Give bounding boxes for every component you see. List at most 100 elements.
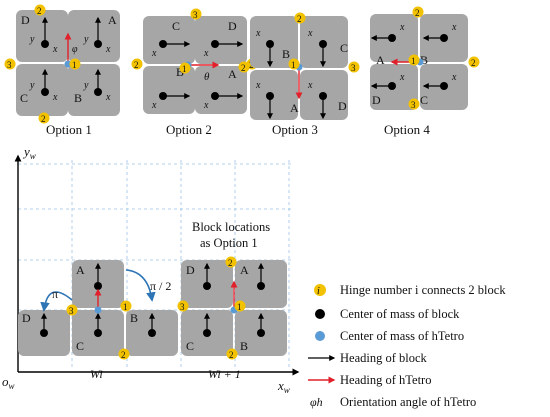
block-a bbox=[68, 10, 120, 62]
hTetro-wi: A D C B 3 1 2 bbox=[18, 260, 178, 360]
workspace-wi-plus-1-label: Wi + 1 bbox=[208, 367, 241, 381]
legend: i Hinge number i connects 2 block Center… bbox=[308, 283, 506, 409]
svg-text:A: A bbox=[108, 13, 117, 27]
svg-text:2: 2 bbox=[241, 63, 246, 73]
option-4-label: Option 4 bbox=[384, 122, 430, 137]
svg-text:C: C bbox=[186, 339, 194, 353]
svg-text:x: x bbox=[399, 72, 405, 83]
option-3-figure: B C A D x x x x 2 2 1 3 bbox=[238, 12, 360, 120]
legend-block-heading-text: Heading of block bbox=[340, 351, 428, 365]
legend-phi-icon: φh bbox=[310, 395, 323, 409]
svg-text:x: x bbox=[203, 48, 209, 59]
legend-block-center-text: Center of mass of block bbox=[340, 307, 460, 321]
svg-text:3: 3 bbox=[69, 306, 74, 316]
svg-text:x: x bbox=[255, 28, 261, 39]
svg-text:1: 1 bbox=[123, 302, 128, 312]
workspace-wi-label: Wi bbox=[90, 367, 103, 381]
svg-text:A: A bbox=[240, 263, 249, 277]
svg-text:D: D bbox=[338, 99, 347, 113]
svg-text:B: B bbox=[282, 47, 290, 61]
svg-text:x: x bbox=[255, 80, 261, 91]
svg-text:2: 2 bbox=[297, 14, 302, 24]
svg-text:D: D bbox=[228, 19, 237, 33]
svg-text:1: 1 bbox=[237, 302, 242, 312]
svg-text:1: 1 bbox=[411, 56, 416, 66]
legend-htetro-heading-text: Heading of hTetro bbox=[340, 373, 431, 387]
svg-text:x: x bbox=[307, 28, 313, 39]
svg-text:y: y bbox=[83, 80, 89, 91]
legend-black-dot-icon bbox=[315, 309, 325, 319]
svg-text:3: 3 bbox=[411, 100, 416, 110]
annotation-line-2: as Option 1 bbox=[200, 236, 258, 250]
svg-text:A: A bbox=[76, 263, 85, 277]
svg-text:C: C bbox=[420, 93, 428, 107]
svg-text:C: C bbox=[340, 41, 348, 55]
svg-text:x: x bbox=[451, 72, 457, 83]
svg-text:x: x bbox=[105, 44, 111, 55]
svg-text:i: i bbox=[317, 286, 320, 297]
svg-text:y: y bbox=[29, 34, 35, 45]
legend-hinge-text: Hinge number i connects 2 block bbox=[340, 283, 506, 297]
svg-text:x: x bbox=[151, 100, 157, 111]
legend-orientation-text: Orientation angle of hTetro bbox=[340, 395, 476, 409]
option-2-label: Option 2 bbox=[166, 122, 212, 137]
svg-text:1: 1 bbox=[72, 60, 77, 70]
svg-text:2: 2 bbox=[37, 6, 42, 16]
svg-text:x: x bbox=[203, 100, 209, 111]
svg-text:x: x bbox=[451, 22, 457, 33]
annotation-line-1: Block locations bbox=[192, 220, 270, 234]
svg-text:1: 1 bbox=[182, 64, 187, 74]
x-axis-label: xw bbox=[277, 378, 290, 395]
svg-text:x: x bbox=[52, 44, 58, 55]
svg-text:x: x bbox=[105, 92, 111, 103]
svg-text:φ: φ bbox=[72, 44, 78, 55]
legend-htetro-center-text: Center of mass of hTetro bbox=[340, 329, 464, 343]
origin-label: ow bbox=[2, 374, 15, 391]
svg-text:x: x bbox=[399, 22, 405, 33]
svg-text:C: C bbox=[172, 19, 180, 33]
block-d bbox=[16, 10, 68, 62]
option-1-figure: D A C B y x y x y x y x φ 2 3 1 2 bbox=[4, 4, 120, 124]
svg-text:2: 2 bbox=[41, 114, 46, 124]
svg-text:A: A bbox=[228, 67, 237, 81]
svg-text:3: 3 bbox=[180, 302, 185, 312]
svg-text:1: 1 bbox=[291, 60, 296, 70]
svg-text:2: 2 bbox=[415, 8, 420, 18]
svg-text:x: x bbox=[307, 80, 313, 91]
svg-text:3: 3 bbox=[351, 63, 356, 73]
svg-text:2: 2 bbox=[471, 58, 476, 68]
svg-text:B: B bbox=[240, 339, 248, 353]
svg-text:y: y bbox=[83, 34, 89, 45]
block-b bbox=[68, 64, 120, 116]
svg-text:θ: θ bbox=[204, 71, 210, 83]
svg-text:3: 3 bbox=[7, 60, 12, 70]
svg-text:D: D bbox=[21, 13, 30, 27]
option-4-figure: A B D C x x x x 2 2 1 3 bbox=[370, 6, 480, 110]
option-2-figure: C D B A θ x x x x 3 2 1 2 bbox=[131, 8, 258, 114]
rotation-pi-label: π bbox=[52, 287, 58, 301]
svg-text:2: 2 bbox=[228, 258, 233, 268]
rotation-pi-half-label: π / 2 bbox=[150, 279, 171, 293]
svg-text:B: B bbox=[176, 65, 184, 79]
option-1-label: Option 1 bbox=[46, 122, 92, 137]
svg-text:x: x bbox=[151, 48, 157, 59]
svg-text:A: A bbox=[376, 53, 385, 67]
svg-text:D: D bbox=[186, 263, 195, 277]
svg-text:C: C bbox=[20, 91, 28, 105]
option-3-label: Option 3 bbox=[272, 122, 318, 137]
svg-text:A: A bbox=[290, 101, 299, 115]
legend-blue-dot-icon bbox=[315, 331, 325, 341]
svg-text:B: B bbox=[130, 311, 138, 325]
svg-text:2: 2 bbox=[229, 350, 234, 360]
svg-text:2: 2 bbox=[121, 350, 126, 360]
hTetro-wi-plus-1: D A C B 2 3 1 2 bbox=[177, 256, 287, 360]
svg-text:C: C bbox=[76, 339, 84, 353]
svg-text:y: y bbox=[29, 80, 35, 91]
svg-text:B: B bbox=[420, 53, 428, 67]
svg-text:B: B bbox=[74, 91, 82, 105]
svg-text:D: D bbox=[372, 93, 381, 107]
svg-text:2: 2 bbox=[134, 60, 139, 70]
y-axis-label: yw bbox=[22, 144, 36, 161]
svg-text:x: x bbox=[52, 92, 58, 103]
